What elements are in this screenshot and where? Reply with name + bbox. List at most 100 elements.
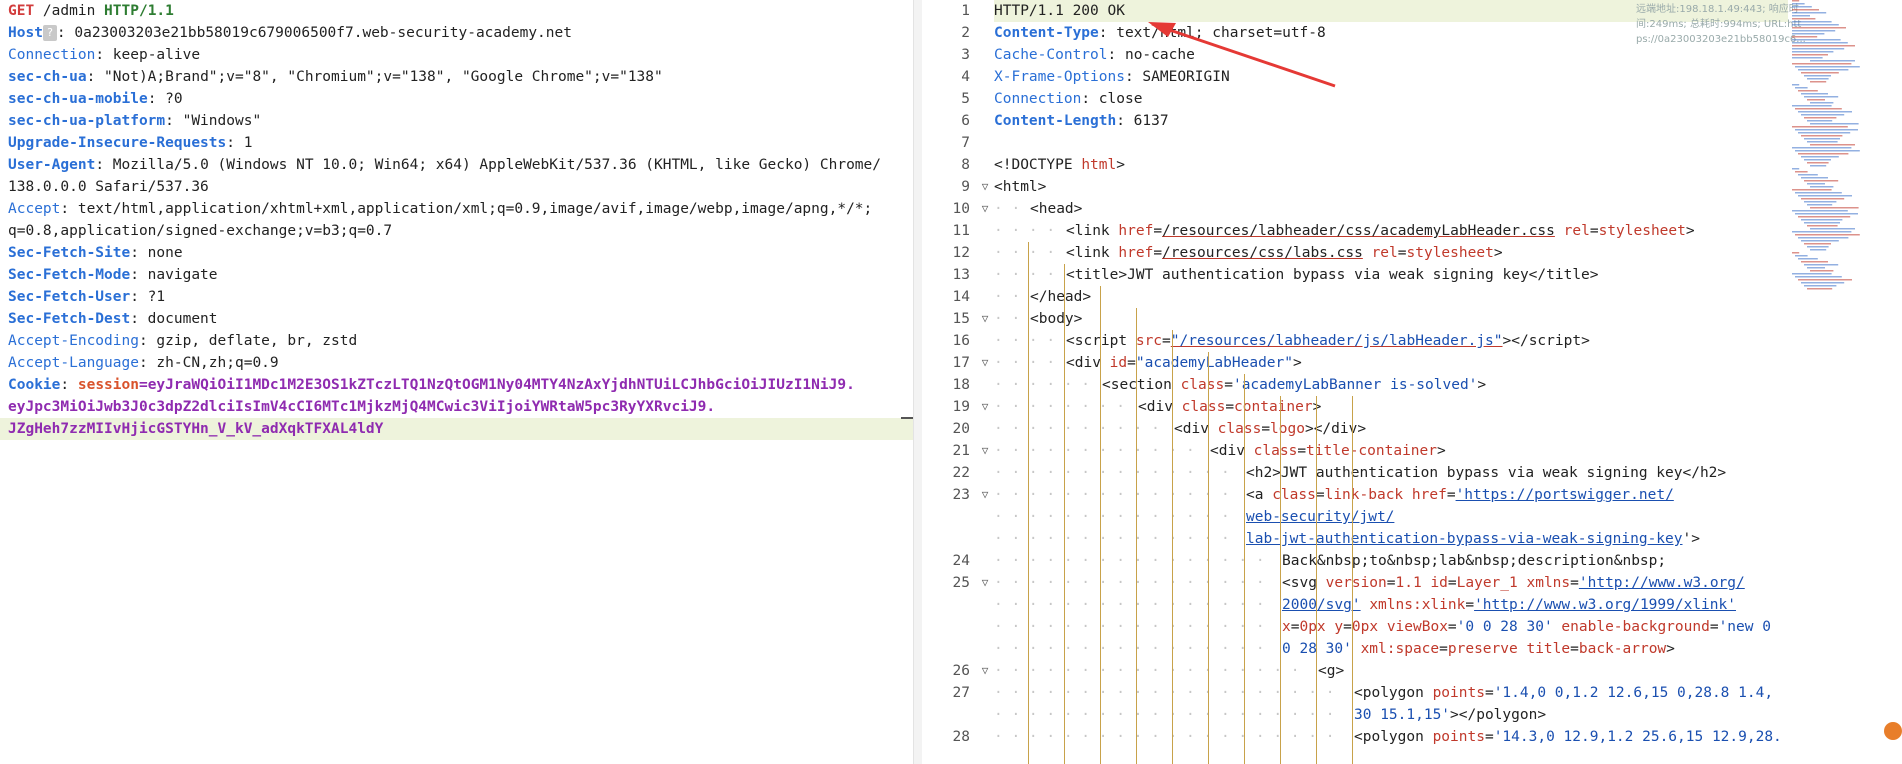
- request-line[interactable]: q=0.8,application/signed-exchange;v=b3;q…: [0, 220, 913, 242]
- request-line[interactable]: Accept: text/html,application/xhtml+xml,…: [0, 198, 913, 220]
- request-line[interactable]: Sec-Fetch-User: ?1: [0, 286, 913, 308]
- response-line[interactable]: · · · · · · · · · · · · · · · · · · · ·3…: [994, 704, 1788, 726]
- response-line[interactable]: · ·</head>: [994, 286, 1788, 308]
- request-line[interactable]: JZgHeh7zzMIIvHjicGSTYHn_V_kV_adXqkTFXAL4…: [0, 418, 913, 440]
- code-minimap[interactable]: [1792, 0, 1892, 290]
- response-line[interactable]: · · · · · · · · · · · · · · · ·2000/svg'…: [994, 594, 1788, 616]
- request-line[interactable]: 138.0.0.0 Safari/537.36: [0, 176, 913, 198]
- minimap-line: [1804, 138, 1840, 140]
- minimap-line: [1810, 165, 1827, 167]
- response-line[interactable]: · · · · · · · · · · · · · · · ·0 28 30' …: [994, 638, 1788, 660]
- response-line[interactable]: · · · · · · · · · · · · · ·lab-jwt-authe…: [994, 528, 1788, 550]
- response-line[interactable]: · · · · · · · · · · · · · · · ·x=0px y=0…: [994, 616, 1788, 638]
- minimap-line: [1792, 15, 1810, 17]
- response-line[interactable]: · · · · · · · · · · · · · ·<a class=link…: [994, 484, 1788, 506]
- fold-chevron-icon[interactable]: ▽: [981, 180, 989, 193]
- fold-chevron-icon[interactable]: ▽: [981, 444, 989, 457]
- request-line[interactable]: Upgrade-Insecure-Requests: 1: [0, 132, 913, 154]
- response-line[interactable]: · · · · · · · · · · · · · · · · · · · ·<…: [994, 726, 1788, 748]
- fold-chevron-icon[interactable]: ▽: [981, 400, 989, 413]
- response-line[interactable]: · · · ·<link href=/resources/css/labs.cs…: [994, 242, 1788, 264]
- response-line[interactable]: Content-Length: 6137: [994, 110, 1788, 132]
- line-number: 28: [952, 729, 970, 745]
- response-line[interactable]: Cache-Control: no-cache: [994, 44, 1788, 66]
- response-line[interactable]: · · · · · · · · · · · · · · · · · ·<g>: [994, 660, 1788, 682]
- line-number: 14: [952, 289, 970, 305]
- minimap-line: [1801, 219, 1843, 221]
- request-line[interactable]: Sec-Fetch-Mode: navigate: [0, 264, 913, 286]
- request-line[interactable]: Accept-Language: zh-CN,zh;q=0.9: [0, 352, 913, 374]
- minimap-line: [1801, 198, 1845, 200]
- header-value: : 0a23003203e21bb58019c679006500f7.web-s…: [56, 25, 572, 41]
- indent-dots: · · · · · · · · · · · · · · · · · ·: [994, 663, 1300, 679]
- response-line[interactable]: · · · · · · · · · · · · · · · ·Back&nbsp…: [994, 550, 1788, 572]
- response-line[interactable]: · · · · · · · · · · · ·<div class=title-…: [994, 440, 1788, 462]
- fold-chevron-icon[interactable]: ▽: [981, 488, 989, 501]
- code-content: </head>: [1030, 289, 1092, 305]
- response-line[interactable]: <html>: [994, 176, 1788, 198]
- response-line[interactable]: · · · · · · · · · · · · · ·web-security/…: [994, 506, 1788, 528]
- fold-chevron-icon[interactable]: ▽: [981, 356, 989, 369]
- response-line[interactable]: · · · ·<title>JWT authentication bypass …: [994, 264, 1788, 286]
- http-protocol: HTTP/1.1: [104, 3, 174, 19]
- header-value: : text/html,application/xhtml+xml,applic…: [60, 201, 873, 217]
- header-value: : ?1: [130, 289, 166, 305]
- request-line[interactable]: eyJpc3MiOiJwb3J0c3dpZ2dlciIsImV4cCI6MTc1…: [0, 396, 913, 418]
- line-number: 20: [952, 421, 970, 437]
- response-line[interactable]: HTTP/1.1 200 OK: [994, 0, 1788, 22]
- minimap-line: [1798, 195, 1852, 197]
- minimap-line: [1804, 117, 1837, 119]
- request-line[interactable]: Sec-Fetch-Dest: document: [0, 308, 913, 330]
- response-line[interactable]: X-Frame-Options: SAMEORIGIN: [994, 66, 1788, 88]
- code-content: Back&nbsp;to&nbsp;lab&nbsp;description&n…: [1282, 553, 1667, 569]
- request-line[interactable]: Accept-Encoding: gzip, deflate, br, zstd: [0, 330, 913, 352]
- minimap-line: [1792, 210, 1848, 212]
- request-line[interactable]: GET /admin HTTP/1.1: [0, 0, 913, 22]
- code-content: <!DOCTYPE html>: [994, 157, 1125, 173]
- minimap-line: [1810, 249, 1827, 251]
- indent-dots: · · · · · · · · · · · · · · · · · · · ·: [994, 707, 1335, 723]
- request-line[interactable]: User-Agent: Mozilla/5.0 (Windows NT 10.0…: [0, 154, 913, 176]
- request-line[interactable]: sec-ch-ua: "Not)A;Brand";v="8", "Chromiu…: [0, 66, 913, 88]
- fold-chevron-icon[interactable]: ▽: [981, 576, 989, 589]
- response-line[interactable]: · · · · · · · ·<div class=container>: [994, 396, 1788, 418]
- response-line[interactable]: · · · · · · · · · · · · · · · ·<svg vers…: [994, 572, 1788, 594]
- request-line[interactable]: sec-ch-ua-mobile: ?0: [0, 88, 913, 110]
- fold-chevron-icon[interactable]: ▽: [981, 664, 989, 677]
- minimap-line: [1810, 102, 1834, 104]
- minimap-line: [1801, 93, 1828, 95]
- minimap-line: [1792, 48, 1845, 50]
- indent-dots: · · · · · ·: [994, 377, 1091, 393]
- cookie-name: session: [77, 377, 139, 393]
- minimap-line: [1807, 141, 1838, 143]
- line-number: 19: [952, 399, 970, 415]
- minimap-line: [1792, 9, 1819, 11]
- response-line[interactable]: Connection: close: [994, 88, 1788, 110]
- line-number: 6: [961, 113, 970, 129]
- request-line[interactable]: sec-ch-ua-platform: "Windows": [0, 110, 913, 132]
- response-line[interactable]: · · · · · ·<section class='academyLabBan…: [994, 374, 1788, 396]
- request-line[interactable]: Cookie: session=eyJraWQiOiI1MDc1M2E3OS1k…: [0, 374, 913, 396]
- response-line[interactable]: · · · ·<div id="academyLabHeader">: [994, 352, 1788, 374]
- response-line[interactable]: · · · · · · · · · · · · · · · · · · · ·<…: [994, 682, 1788, 704]
- minimap-line: [1804, 159, 1831, 161]
- response-line[interactable]: · · · · · · · · · · · · · ·<h2>JWT authe…: [994, 462, 1788, 484]
- fold-chevron-icon[interactable]: ▽: [981, 312, 989, 325]
- response-line[interactable]: · · · ·<script src="/resources/labheader…: [994, 330, 1788, 352]
- response-line[interactable]: <!DOCTYPE html>: [994, 154, 1788, 176]
- response-line[interactable]: · · · · · · · · · ·<div class=logo></div…: [994, 418, 1788, 440]
- response-line[interactable]: · · · ·<link href=/resources/labheader/c…: [994, 220, 1788, 242]
- fold-chevron-icon[interactable]: ▽: [981, 202, 989, 215]
- response-line[interactable]: [994, 132, 1788, 154]
- minimap-line: [1801, 261, 1828, 263]
- response-line[interactable]: · ·<body>: [994, 308, 1788, 330]
- floating-assistant-icon[interactable]: [1884, 722, 1902, 740]
- request-line[interactable]: Connection: keep-alive: [0, 44, 913, 66]
- line-number: 23: [952, 487, 970, 503]
- request-line[interactable]: Sec-Fetch-Site: none: [0, 242, 913, 264]
- request-line[interactable]: Host?: 0a23003203e21bb58019c679006500f7.…: [0, 22, 913, 44]
- line-number: 16: [952, 333, 970, 349]
- response-line[interactable]: · ·<head>: [994, 198, 1788, 220]
